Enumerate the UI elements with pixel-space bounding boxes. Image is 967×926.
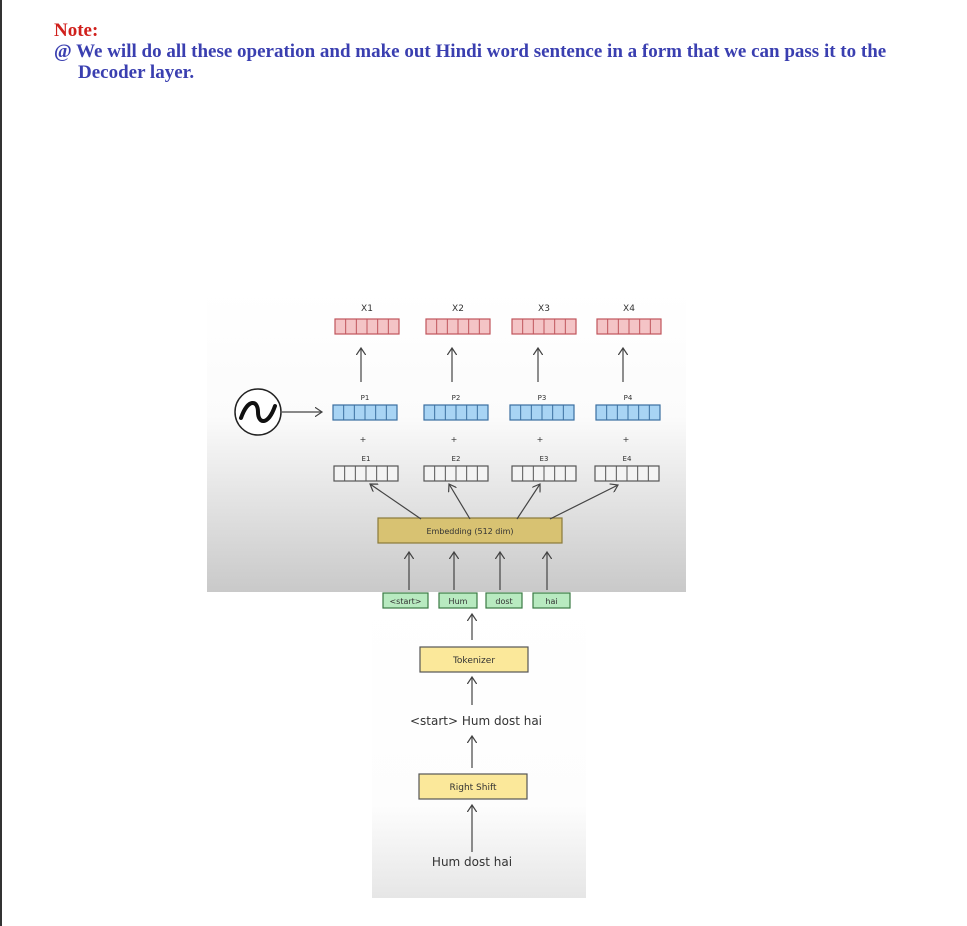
plus-sign: + [537, 435, 544, 444]
token-label: hai [545, 597, 557, 606]
token-box [438, 592, 478, 609]
token-box [485, 592, 523, 609]
e-label: E2 [452, 455, 461, 463]
input-sentence: Hum dost hai [432, 855, 512, 869]
x-label: X2 [452, 304, 464, 314]
note-block: Note: @ We will do all these operation a… [54, 20, 948, 83]
e-label: E1 [362, 455, 371, 463]
e-label: E3 [540, 455, 549, 463]
e-label: E4 [623, 455, 632, 463]
tokenizer-label: Tokenizer [452, 656, 495, 666]
p-label: P4 [624, 394, 633, 402]
tokenizer-box [419, 646, 529, 673]
right-shift-box [418, 773, 528, 800]
embedding-to-e-arrow [449, 484, 471, 520]
p-label: P2 [452, 394, 461, 402]
note-title: Note: [54, 20, 99, 41]
token-box [382, 592, 429, 609]
x-label: X4 [623, 304, 635, 314]
note-body: @ We will do all these operation and mak… [54, 41, 887, 83]
plus-sign: + [360, 435, 367, 444]
embedding-to-e-arrow [370, 484, 422, 520]
x-label: X3 [538, 304, 550, 314]
embedding-label: Embedding (512 dim) [426, 527, 513, 536]
embedding-to-e-arrow [549, 485, 618, 520]
token-box [532, 592, 571, 609]
plus-sign: + [623, 435, 630, 444]
right-shift-label: Right Shift [449, 783, 496, 793]
diagram-upper-background [207, 290, 686, 592]
sine-wave-icon [239, 401, 277, 423]
token-label: <start> [389, 597, 421, 606]
p-label: P1 [361, 394, 370, 402]
plus-sign: + [451, 435, 458, 444]
shifted-sentence: <start> Hum dost hai [410, 714, 542, 728]
token-label: Hum [449, 597, 468, 606]
x-label: X1 [361, 304, 373, 314]
diagram-lower-background [372, 592, 586, 898]
p-label: P3 [538, 394, 547, 402]
embedding-box [377, 517, 563, 544]
embedding-to-e-arrow [516, 484, 540, 520]
token-label: dost [495, 597, 512, 606]
